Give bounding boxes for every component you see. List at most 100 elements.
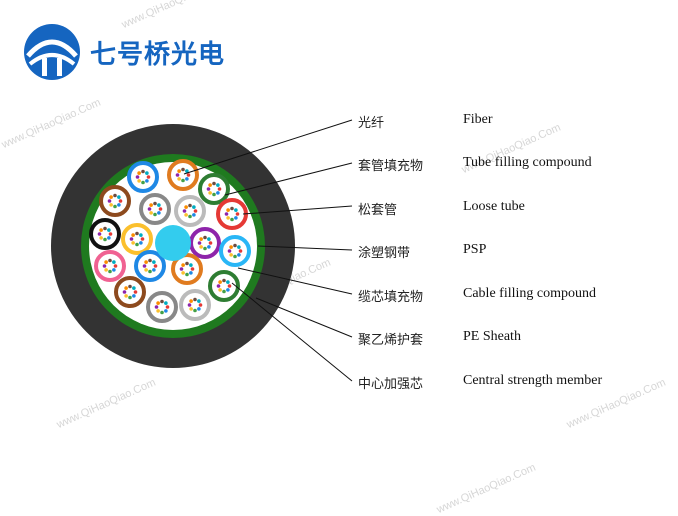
label-cn-pe-sheath: 聚乙烯护套 — [358, 333, 424, 348]
fiber — [197, 241, 202, 245]
fiber — [104, 260, 108, 264]
fiber — [179, 267, 184, 271]
fiber — [197, 307, 201, 311]
callout-line — [237, 267, 353, 295]
fiber — [193, 209, 198, 213]
fiber — [107, 199, 112, 203]
fiber — [148, 258, 152, 263]
fiber — [181, 271, 185, 275]
loose-tube — [134, 250, 166, 282]
fiber — [206, 187, 211, 191]
fiber — [131, 233, 135, 237]
fiber — [226, 216, 230, 220]
fiber — [109, 195, 113, 199]
fiber — [145, 179, 149, 183]
fiber — [102, 264, 107, 268]
fiber — [103, 237, 107, 242]
fiber — [148, 269, 152, 274]
fiber — [198, 303, 203, 307]
fiber — [237, 245, 241, 249]
fiber — [117, 203, 121, 207]
label-en-loose-tube: Loose tube — [463, 199, 525, 214]
fiber — [164, 301, 168, 305]
fiber — [132, 294, 136, 298]
label-en-cable-filling: Cable filling compound — [463, 286, 596, 301]
fiber — [160, 299, 164, 304]
bridge-logo-icon — [24, 24, 80, 80]
fiber — [212, 181, 216, 186]
fiber — [132, 286, 136, 290]
fiber — [226, 288, 230, 292]
loose-tubes — [89, 159, 251, 323]
loose-tube — [179, 289, 211, 321]
brand: 七号桥光电 — [22, 22, 225, 82]
fiber — [189, 263, 193, 267]
loose-tube — [219, 235, 251, 267]
fiber — [118, 199, 123, 203]
fiber — [147, 207, 152, 211]
callout-lines — [183, 119, 353, 382]
fiber — [157, 211, 161, 215]
fiber — [153, 201, 157, 206]
fiber — [230, 206, 234, 211]
fiber — [207, 245, 211, 249]
fiber — [145, 171, 149, 175]
fiber — [186, 173, 191, 177]
brand-name: 七号桥光电 — [90, 39, 226, 70]
fiber — [216, 191, 220, 195]
central-strength-member — [155, 225, 191, 261]
fiber — [212, 192, 216, 197]
loose-tube — [189, 227, 221, 259]
label-en-central-member: Central strength member — [463, 373, 603, 388]
fiber — [193, 308, 197, 313]
fiber — [184, 205, 188, 209]
fiber — [149, 211, 153, 215]
label-en-tube-filling: Tube filling compound — [463, 155, 592, 170]
fiber — [129, 237, 134, 241]
fiber — [184, 213, 188, 217]
fiber — [199, 245, 203, 249]
label-en-fiber: Fiber — [463, 112, 493, 127]
fiber — [229, 253, 233, 257]
fiber — [108, 269, 112, 274]
label-cn-central-member: 中心加强芯 — [358, 377, 424, 392]
fiber — [226, 280, 230, 284]
fiber — [164, 309, 168, 313]
fiber — [104, 268, 108, 272]
label-en-pe-sheath: PE Sheath — [463, 329, 521, 344]
loose-tube — [99, 185, 131, 217]
fiber — [99, 228, 103, 232]
label-cn-loose-tube: 松套管 — [358, 203, 398, 218]
fiber — [139, 233, 143, 237]
fiber — [233, 243, 237, 248]
loose-tube — [216, 198, 248, 230]
fiber — [203, 246, 207, 251]
fiber — [152, 268, 156, 272]
fiber — [188, 214, 192, 219]
fiber — [192, 213, 196, 217]
fiber — [97, 232, 102, 236]
loose-tube — [167, 159, 199, 191]
fiber — [177, 169, 181, 173]
fiber — [203, 235, 207, 240]
fiber — [185, 169, 189, 173]
loose-tube — [198, 173, 230, 205]
fiber — [208, 183, 212, 187]
fiber — [152, 260, 156, 264]
fiber — [99, 236, 103, 240]
fiber — [156, 309, 160, 313]
loose-tube — [171, 253, 203, 285]
fiber — [188, 203, 192, 208]
fiber — [107, 228, 111, 232]
fiber — [177, 177, 181, 181]
fiber — [153, 212, 157, 217]
loose-tube — [94, 250, 126, 282]
fiber — [113, 204, 117, 209]
fiber — [181, 178, 185, 183]
fiber — [207, 237, 211, 241]
fiber — [135, 231, 139, 236]
fiber — [112, 260, 116, 264]
fiber — [141, 180, 145, 185]
fiber — [218, 280, 222, 284]
